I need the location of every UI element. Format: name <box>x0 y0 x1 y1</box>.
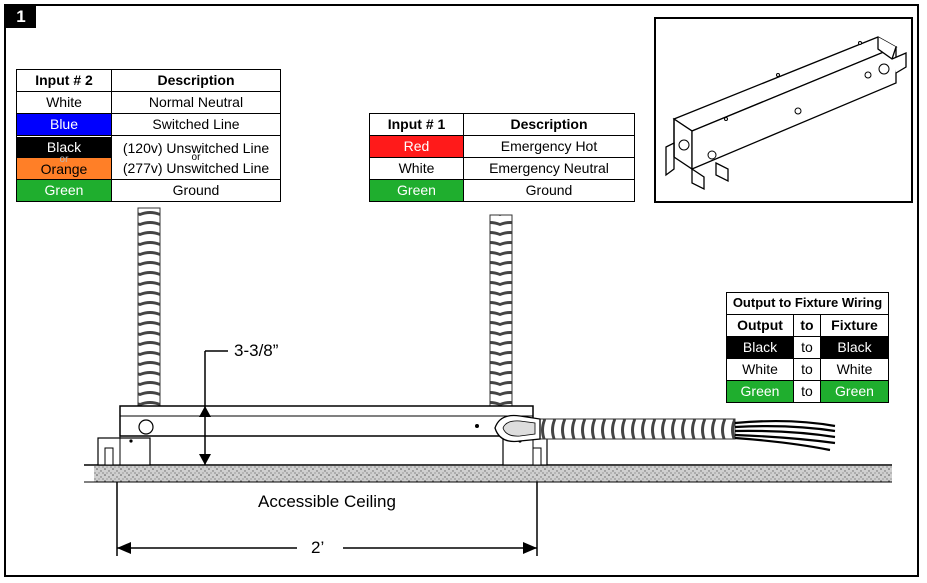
input2-wiring-table: Input # 2 Description White Normal Neutr… <box>16 69 281 202</box>
input1-desc-emergency-neutral: Emergency Neutral <box>463 157 635 180</box>
output-flex-conduit <box>494 414 736 443</box>
output-header-output: Output <box>726 314 794 337</box>
fixture-wire-black: Black <box>820 336 889 359</box>
input2-wire-black-or-orange: Black or Orange <box>16 135 112 180</box>
input1-desc-emergency-hot: Emergency Hot <box>463 135 635 158</box>
input2-wire-green: Green <box>16 179 112 202</box>
input2-desc-ground: Ground <box>111 179 281 202</box>
input2-wire-white: White <box>16 91 112 114</box>
input2-desc-277v: (277v) Unswitched Line <box>122 159 270 176</box>
width-dimension-label: 2’ <box>311 538 325 557</box>
input1-header-description: Description <box>463 113 635 136</box>
input1-flex-conduit <box>489 214 513 407</box>
input2-desc-normal-neutral: Normal Neutral <box>111 91 281 114</box>
driver-isometric-inset <box>654 17 913 203</box>
driver-box-side-view <box>97 405 548 466</box>
input1-desc-ground: Ground <box>463 179 635 202</box>
fixture-wire-green: Green <box>820 380 889 403</box>
input2-flex-conduit <box>137 207 161 407</box>
input2-desc-or: or <box>191 151 201 163</box>
output-wire-black: Black <box>726 336 794 359</box>
output-wire-leads <box>734 419 836 452</box>
input2-wire-orange: Orange <box>17 157 111 179</box>
input1-wiring-table: Input # 1 Description Red Emergency Hot … <box>369 113 635 202</box>
height-dimension <box>199 350 228 465</box>
output-to: to <box>793 380 821 403</box>
output-header-fixture: Fixture <box>820 314 889 337</box>
height-dimension-label: 3-3/8” <box>234 341 279 360</box>
input2-wire-or-label: or <box>59 153 69 165</box>
input2-wire-orange-label: Orange <box>40 160 88 177</box>
output-wire-green: Green <box>726 380 794 403</box>
driver-isometric-drawing <box>665 36 907 191</box>
width-dimension <box>116 482 538 556</box>
figure-frame <box>4 4 919 577</box>
input2-desc-120v: (120v) Unswitched Line <box>122 139 270 156</box>
input2-wire-black: Black or <box>17 136 111 164</box>
input2-desc-switched-line: Switched Line <box>111 113 281 136</box>
accessible-ceiling-label: Accessible Ceiling <box>258 492 396 511</box>
input1-wire-green: Green <box>369 179 464 202</box>
output-wiring-table: Output to Fixture Wiring Output to Fixtu… <box>726 292 889 403</box>
output-wire-white: White <box>726 358 794 381</box>
figure-number-badge: 1 <box>6 6 36 28</box>
ceiling-tile <box>84 464 892 483</box>
input1-header-input: Input # 1 <box>369 113 464 136</box>
input2-wire-black-label: Black <box>46 138 82 155</box>
fixture-wire-white: White <box>820 358 889 381</box>
